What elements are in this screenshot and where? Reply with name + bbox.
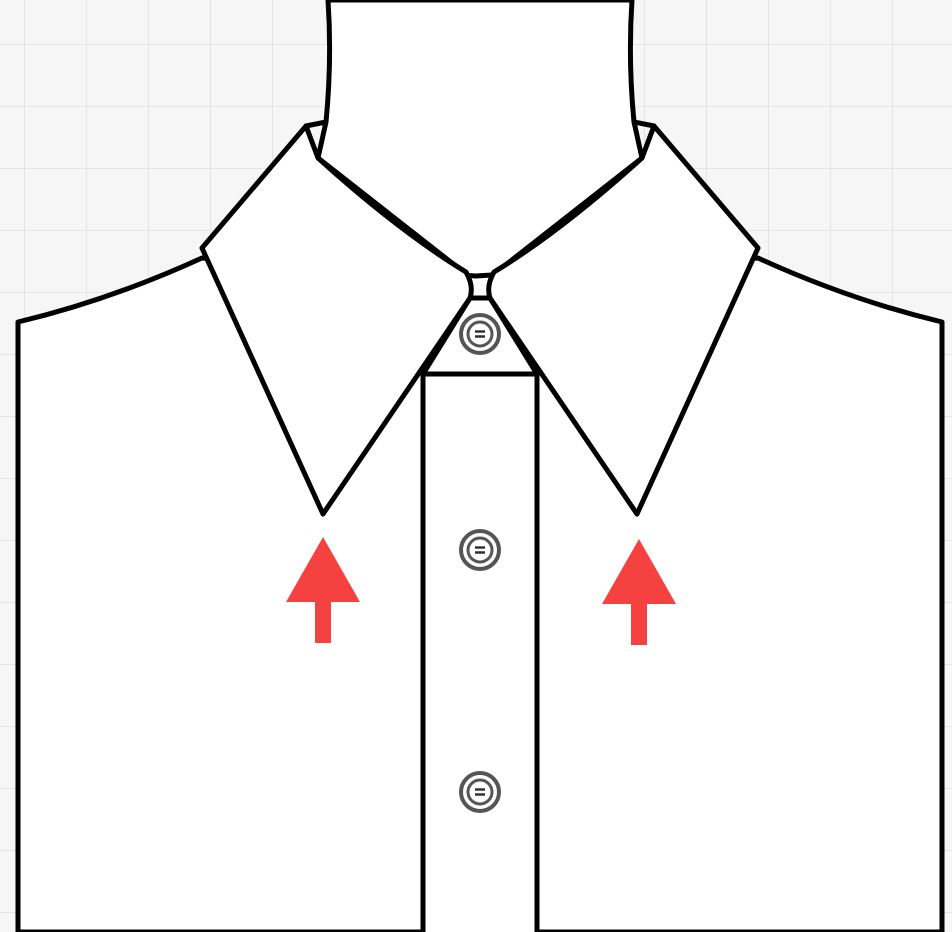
shirt-button-upper (461, 531, 499, 569)
button-placket (423, 374, 537, 932)
collar-button (461, 315, 499, 353)
shirt-button-lower (461, 773, 499, 811)
